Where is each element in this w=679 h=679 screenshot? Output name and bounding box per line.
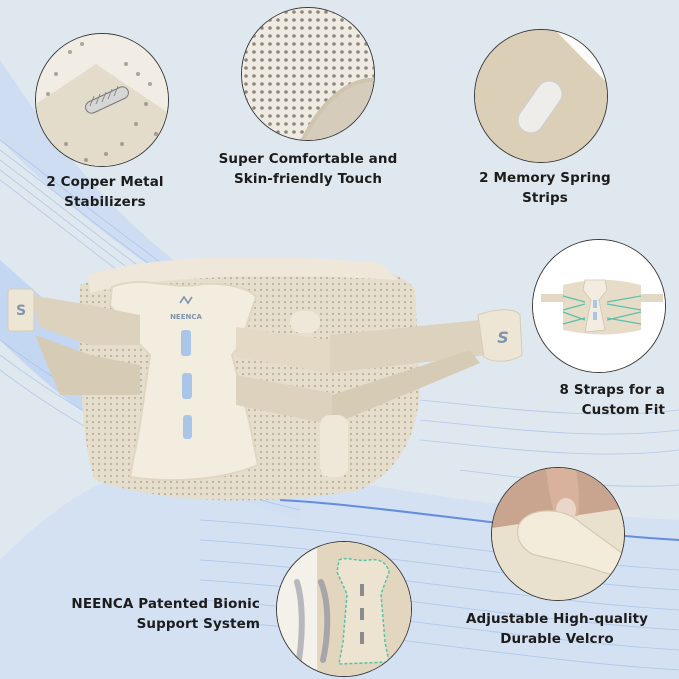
eight-straps-caption: 8 Straps for a Custom Fit [530, 380, 665, 420]
caption-line: Support System [136, 616, 260, 632]
left-strap-tab [7, 288, 35, 332]
back-brace-product-image: S NEENCA S [7, 257, 523, 501]
caption-line: Skin-friendly Touch [233, 171, 383, 187]
straps-diagram-image [532, 239, 666, 373]
caption-line: 2 Memory Spring [479, 170, 611, 186]
strap-tab-logo-left: S [16, 303, 26, 319]
caption-line: Strips [522, 190, 568, 206]
velcro-icon [492, 468, 624, 600]
memory-strip-icon [475, 30, 607, 162]
bionic-support-caption: NEENCA Patented Bionic Support System [55, 594, 260, 634]
brand-logo-icon [179, 295, 193, 305]
caption-line: Adjustable High-quality [465, 611, 649, 627]
caption-line: Stabilizers [64, 194, 146, 210]
memory-strips-caption: 2 Memory Spring Strips [470, 168, 620, 208]
copper-stabilizers-image [35, 33, 169, 167]
caption-line: 2 Copper Metal [46, 174, 164, 190]
brace-straps-icon [533, 240, 665, 372]
spring-coil-icon [36, 34, 168, 166]
caption-line: NEENCA Patented Bionic [71, 596, 260, 612]
bionic-support-icon [277, 542, 411, 676]
spine-window [182, 373, 192, 399]
velcro-caption: Adjustable High-quality Durable Velcro [462, 609, 652, 649]
mesh-fabric-image [241, 7, 375, 141]
caption-line: 8 Straps for a [559, 382, 665, 398]
comfort-touch-caption: Super Comfortable and Skin-friendly Touc… [208, 149, 408, 189]
spine-window [181, 330, 191, 356]
caption-line: Super Comfortable and [218, 151, 398, 167]
spine-window [183, 415, 192, 439]
brand-logo: NEENCA [170, 313, 202, 321]
bionic-support-image [276, 541, 412, 677]
caption-line: Custom Fit [581, 402, 665, 418]
strap-tab-logo-right: S [497, 328, 509, 347]
memory-strips-image [474, 29, 608, 163]
copper-stabilizers-caption: 2 Copper Metal Stabilizers [30, 172, 180, 212]
velcro-image [491, 467, 625, 601]
caption-line: Durable Velcro [500, 631, 614, 647]
mesh-fabric-icon [242, 8, 374, 140]
right-strap-tab [477, 309, 523, 362]
